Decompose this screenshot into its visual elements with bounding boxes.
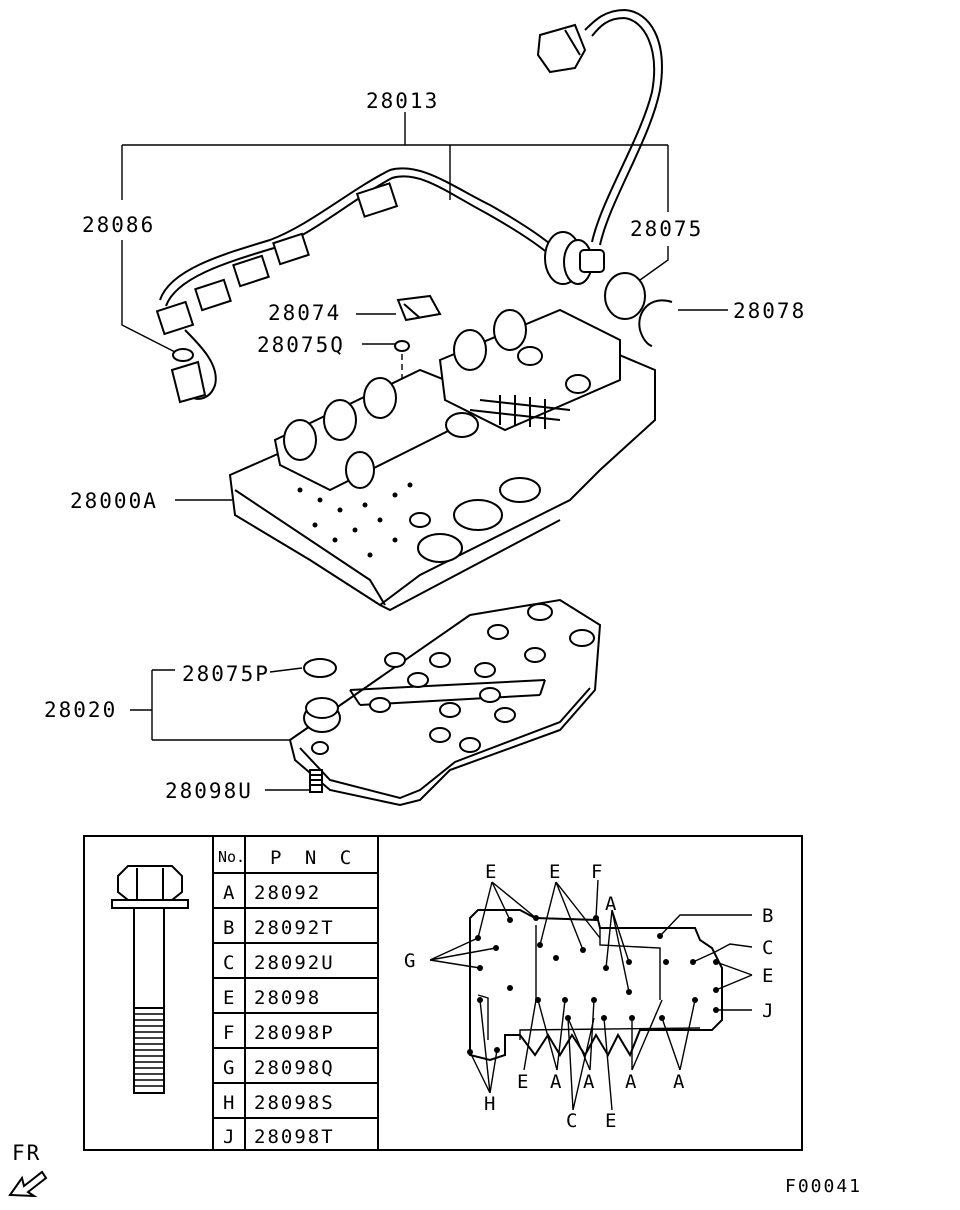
callout-28000a: 28000A [70, 489, 158, 513]
map-letter-e: E [517, 1071, 528, 1093]
callout-28078: 28078 [733, 299, 806, 323]
table-row-no: E [223, 987, 236, 1009]
map-letter-a: A [583, 1071, 595, 1093]
table-row-pnc: 28098P [254, 1022, 335, 1044]
small-oring [394, 340, 410, 352]
arrow-icon [8, 1170, 48, 1198]
harness-connectors [155, 182, 399, 336]
map-letter-c: C [762, 937, 773, 959]
callout-28098u: 28098U [165, 779, 253, 803]
plate-holes [297, 482, 413, 558]
table-rows: A 28092 B 28092T C 28092U E 28098 F 2809… [223, 882, 335, 1148]
callout-28075p: 28075P [182, 662, 270, 686]
table-row-no: A [223, 882, 236, 904]
strainer-bolt [309, 769, 323, 793]
retainer-ring [638, 299, 673, 347]
callout-28086: 28086 [82, 213, 155, 237]
map-letter-j: J [762, 1000, 773, 1022]
map-letter-a: A [605, 893, 617, 915]
map-letter-a: A [625, 1071, 637, 1093]
harness-oring [604, 272, 646, 320]
table-header-pnc: P N C [270, 847, 357, 869]
table-row-no: C [223, 952, 236, 974]
front-direction-indicator: FR [8, 1141, 48, 1198]
table-row-pnc: 28092U [254, 952, 335, 974]
figure-code: F00041 [785, 1176, 862, 1197]
callout-28075: 28075 [630, 217, 703, 241]
table-row-no: B [223, 917, 236, 939]
table-row-pnc: 28098Q [254, 1057, 335, 1079]
bolt-map-leaders [429, 879, 753, 1111]
wiring-harness [155, 8, 663, 404]
valve-body [228, 308, 656, 612]
table-row-no: H [223, 1092, 236, 1114]
table-row-pnc: 28098 [254, 987, 321, 1009]
table-row-pnc: 28092 [254, 882, 321, 904]
map-letter-h: H [484, 1093, 495, 1115]
fr-label: FR [12, 1141, 41, 1165]
map-letter-e: E [549, 861, 560, 883]
bolt-location-map: E E F A B C E J G H E A A A A C E [404, 861, 773, 1132]
table-row-pnc: 28098T [254, 1126, 335, 1148]
bolt-table-box: No. P N C A 28092 B 28092T C 28092U E 28… [83, 835, 803, 1151]
plug-connector [536, 23, 587, 74]
map-letter-a: A [673, 1071, 685, 1093]
table-row-pnc: 28092T [254, 917, 335, 939]
table-header-no: No. [218, 848, 245, 866]
map-letter-f: F [591, 861, 602, 883]
table-row-no: F [223, 1022, 236, 1044]
table-row-no: J [223, 1126, 236, 1148]
callout-leaders [121, 112, 728, 791]
callout-28020: 28020 [44, 698, 117, 722]
callout-28074: 28074 [268, 301, 341, 325]
oil-strainer [288, 598, 602, 807]
table-row-no: G [223, 1057, 236, 1079]
callout-labels: 28013 28086 28075 28078 28074 28075Q 280… [44, 89, 806, 803]
map-letter-b: B [762, 905, 773, 927]
callout-28013: 28013 [366, 89, 439, 113]
sensor-connector [170, 348, 207, 404]
map-letter-c: C [566, 1110, 577, 1132]
strainer-oring [303, 658, 337, 678]
bolt-illustration [111, 865, 189, 1094]
harness-grommet [544, 231, 605, 285]
map-letter-g: G [404, 950, 415, 972]
map-letter-e: E [485, 861, 496, 883]
map-letter-e: E [605, 1110, 616, 1132]
map-letter-a: A [550, 1071, 562, 1093]
callout-28075q: 28075Q [257, 333, 345, 357]
clip [396, 294, 442, 322]
map-letter-e: E [762, 965, 773, 987]
table-row-pnc: 28098S [254, 1092, 335, 1114]
